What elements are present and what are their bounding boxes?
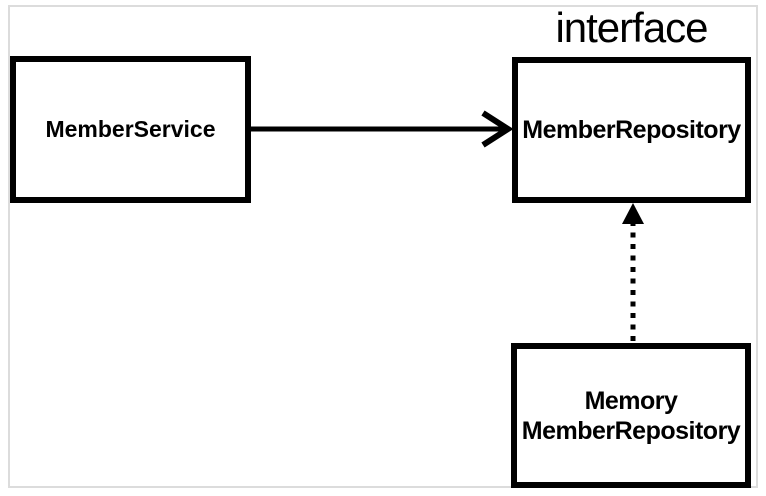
association-arrow (251, 110, 514, 148)
node-member-repository: MemberRepository (512, 57, 751, 203)
realization-arrow (622, 203, 644, 341)
node-memory-member-repository: Memory MemberRepository (511, 343, 751, 488)
node-member-repository-label: MemberRepository (522, 115, 741, 144)
interface-stereotype-label: interface (555, 4, 708, 51)
node-memory-label-line2: MemberRepository (521, 416, 741, 445)
node-memory-label-line1: Memory (584, 386, 678, 415)
node-member-service-label: MemberService (45, 116, 216, 142)
node-member-service: MemberService (10, 56, 251, 203)
